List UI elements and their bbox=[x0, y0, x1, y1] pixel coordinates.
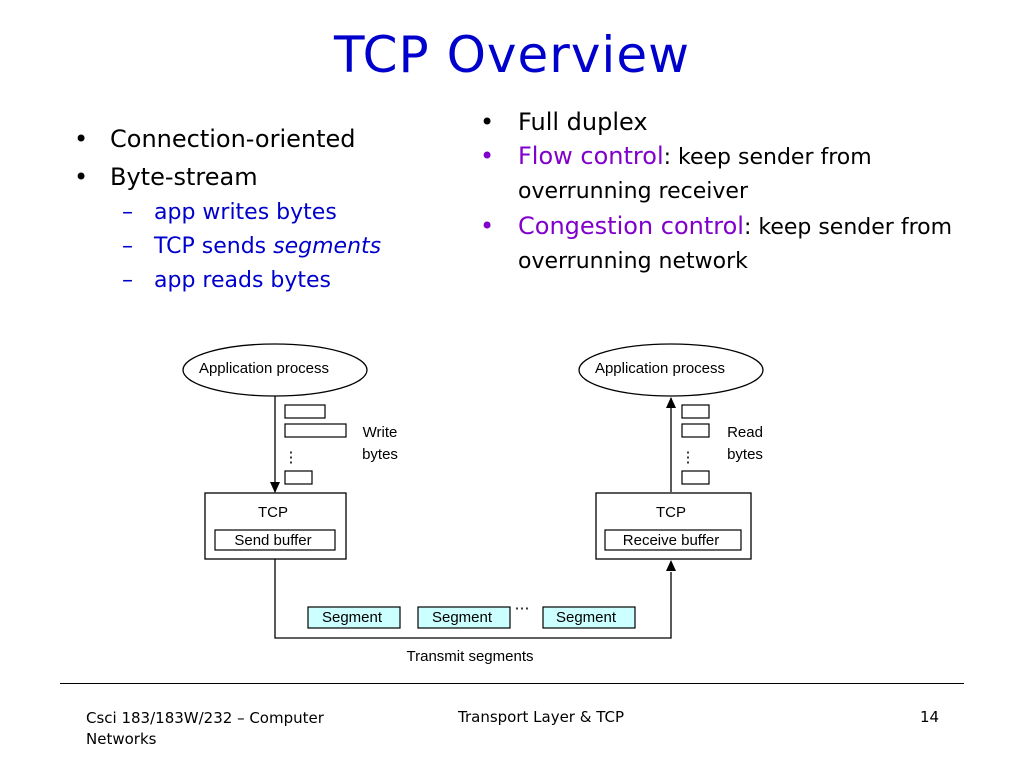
sub-bullet-app-reads: app reads bytes bbox=[72, 264, 432, 298]
sub-bullet-app-writes: app writes bytes bbox=[72, 196, 432, 230]
write-byte-box-2 bbox=[284, 423, 347, 438]
footer-page-number: 14 bbox=[920, 708, 940, 726]
read-bytes-label-1: Read bbox=[727, 424, 763, 441]
read-byte-box-3 bbox=[681, 470, 710, 485]
congestion-control-desc: : keep sender from overrunning network bbox=[518, 215, 953, 274]
send-buffer-box bbox=[214, 529, 336, 551]
congestion-control-term: Congestion control bbox=[518, 212, 744, 240]
bullet-congestion-control: Congestion control: keep sender from ove… bbox=[478, 210, 958, 278]
footer-divider bbox=[60, 683, 964, 684]
read-byte-box-1 bbox=[681, 404, 710, 419]
read-dots: ⋮ bbox=[681, 449, 696, 466]
receive-buffer-label: Receive buffer bbox=[623, 532, 719, 549]
transmit-segments-label: Transmit segments bbox=[407, 648, 534, 665]
flow-control-desc: : keep sender from overrunning receiver bbox=[518, 145, 872, 204]
slide-title: TCP Overview bbox=[334, 26, 690, 84]
left-bullet-list: Connection-oriented Byte-stream app writ… bbox=[72, 120, 432, 298]
write-dots: ⋮ bbox=[284, 449, 299, 466]
segment-ellipsis: ⋯ bbox=[515, 600, 530, 617]
bullet-full-duplex: Full duplex bbox=[478, 106, 958, 138]
tcp-right-label: TCP bbox=[656, 504, 686, 521]
segment-label-3: Segment bbox=[556, 609, 617, 626]
bullet-byte-stream: Byte-stream bbox=[72, 158, 432, 196]
footer-course: Csci 183/183W/232 – Computer Networks bbox=[86, 709, 324, 748]
bullet-flow-control: Flow control: keep sender from overrunni… bbox=[478, 140, 958, 208]
footer-topic: Transport Layer & TCP bbox=[458, 708, 625, 726]
app-process-left-label: Application process bbox=[199, 360, 329, 377]
write-byte-box-1 bbox=[284, 404, 326, 419]
write-bytes-label-2: bytes bbox=[362, 446, 398, 463]
app-process-right-ellipse bbox=[578, 343, 764, 397]
sub-bullet-segments-em: segments bbox=[273, 234, 382, 259]
flow-control-term: Flow control bbox=[518, 142, 664, 170]
tcp-left-label: TCP bbox=[258, 504, 288, 521]
transmit-arrowhead bbox=[666, 560, 676, 571]
right-bullet-list: Full duplex Flow control: keep sender fr… bbox=[478, 106, 958, 280]
bullet-connection-oriented: Connection-oriented bbox=[72, 120, 432, 158]
read-bytes-label-2: bytes bbox=[727, 446, 763, 463]
read-byte-box-2 bbox=[681, 423, 710, 438]
receive-buffer-box bbox=[604, 529, 742, 551]
write-byte-box-3 bbox=[284, 470, 313, 485]
segment-box-3 bbox=[542, 606, 636, 629]
read-arrowhead bbox=[666, 397, 676, 408]
transmit-path bbox=[274, 559, 672, 639]
segment-label-1: Segment bbox=[322, 609, 383, 626]
write-arrowhead bbox=[270, 482, 280, 493]
segment-label-2: Segment bbox=[432, 609, 493, 626]
sub-bullet-tcp-sends-text: TCP sends bbox=[154, 234, 274, 259]
write-bytes-label-1: Write bbox=[363, 424, 398, 441]
send-buffer-label: Send buffer bbox=[234, 532, 311, 549]
segment-box-2 bbox=[417, 606, 511, 629]
app-process-right-label: Application process bbox=[595, 360, 725, 377]
segment-box-1 bbox=[307, 606, 401, 629]
sub-bullet-tcp-sends: TCP sends segments bbox=[72, 230, 432, 264]
